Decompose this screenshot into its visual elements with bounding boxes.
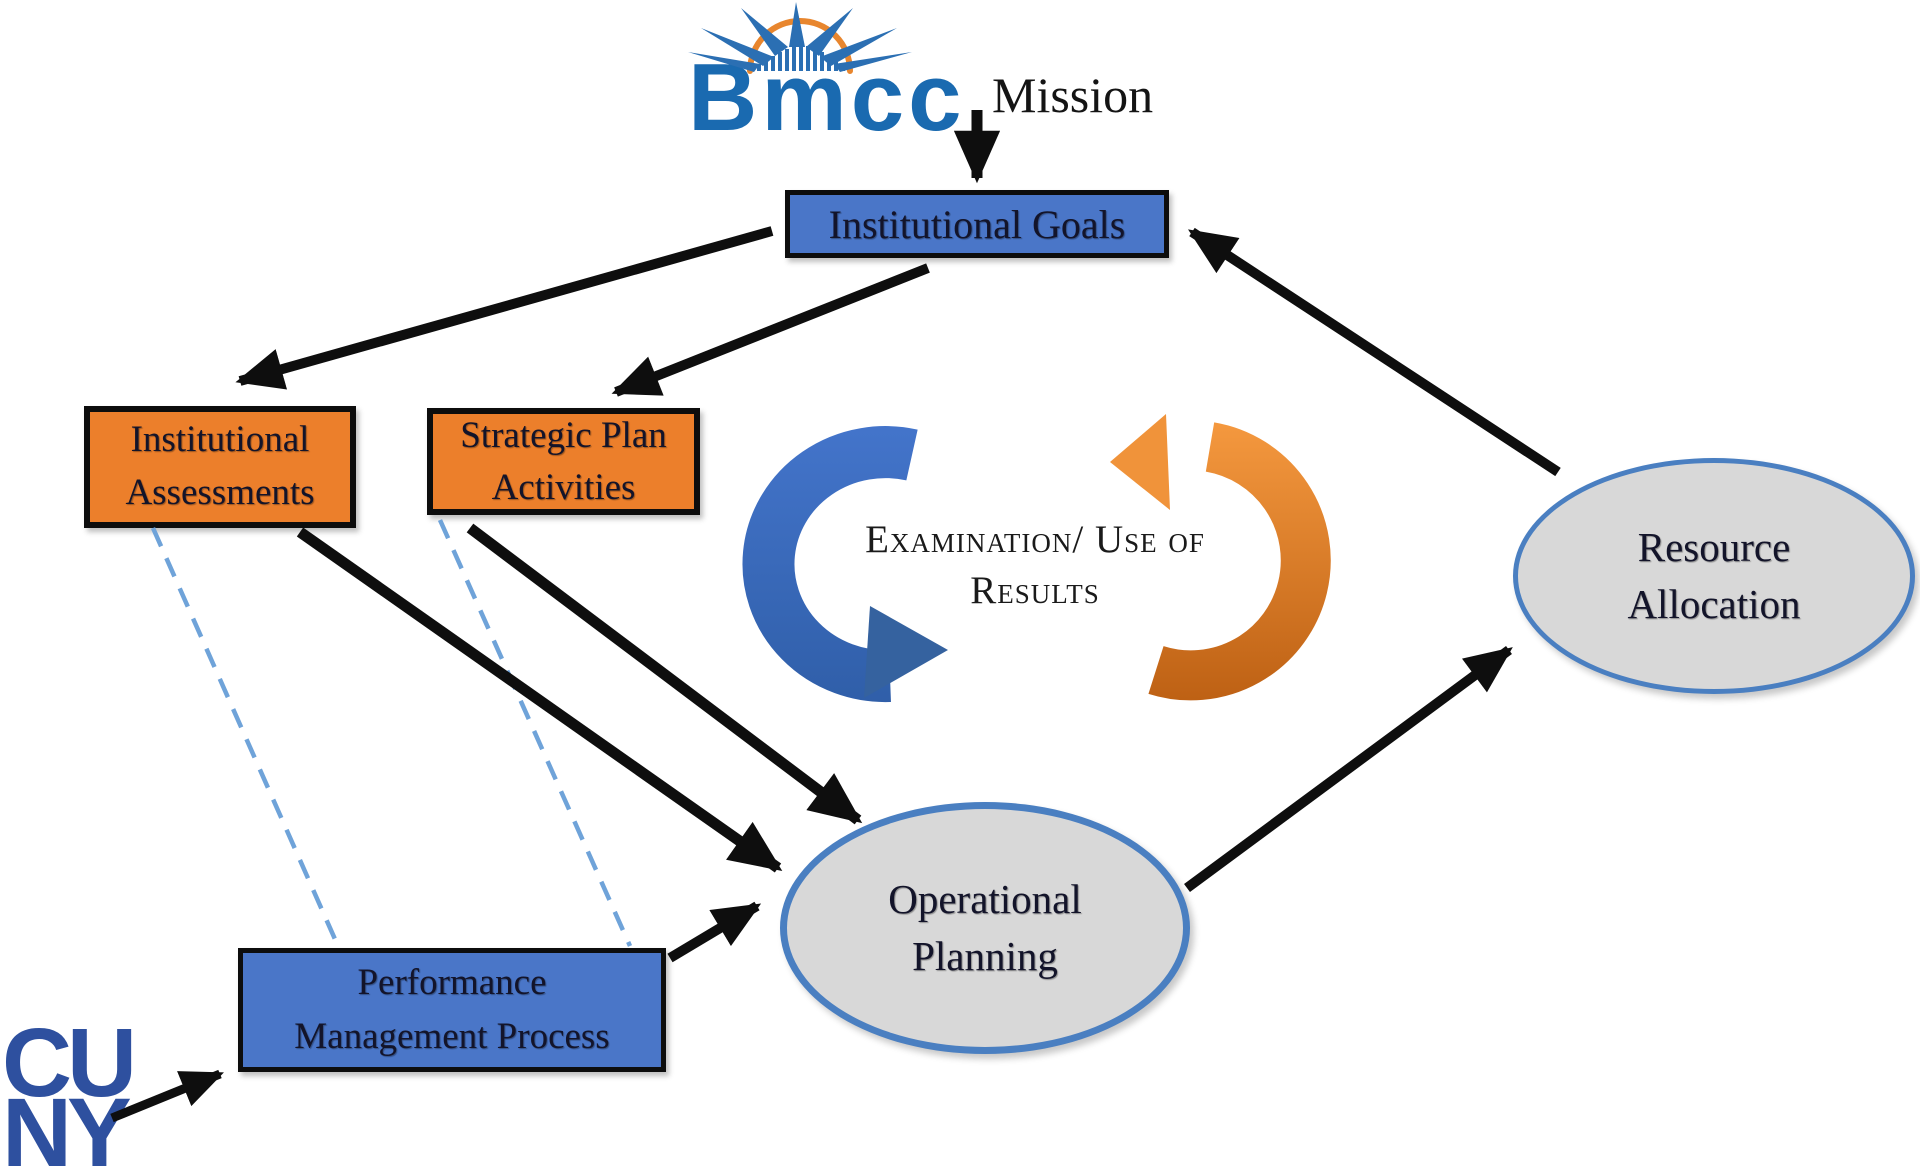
resource-allocation-ellipse: Resource Allocation <box>1513 458 1915 694</box>
dashed-assessments-to-performance <box>150 527 341 947</box>
strategic-plan-label-2: Activities <box>491 466 636 508</box>
examination-use-of-results-label: Examination/ Use of Results <box>862 514 1208 617</box>
institutional-goals-box: Institutional Goals <box>785 190 1169 258</box>
institutional-assessments-box: Institutional Assessments <box>84 406 356 528</box>
arrow-resource-to-goals <box>1188 227 1561 477</box>
performance-management-box: Performance Management Process <box>238 948 666 1072</box>
operational-planning-label-2: Planning <box>912 933 1058 979</box>
resource-allocation-label-2: Allocation <box>1627 581 1801 627</box>
operational-planning-ellipse: Operational Planning <box>780 802 1190 1054</box>
institutional-goals-label: Institutional Goals <box>828 201 1126 247</box>
arrow-goals-to-assessments <box>235 226 774 390</box>
arrow-operational-to-resource <box>1184 645 1513 893</box>
arrow-performance-to-operational <box>667 901 762 963</box>
dashed-strategic-to-performance <box>437 519 633 947</box>
performance-label-2: Management Process <box>294 1016 610 1057</box>
performance-label-1: Performance <box>357 962 547 1004</box>
operational-planning-label-1: Operational <box>888 876 1082 923</box>
institutional-assessments-label-1: Institutional <box>130 419 310 461</box>
institutional-assessments-label-2: Assessments <box>125 472 315 513</box>
strategic-plan-activities-box: Strategic Plan Activities <box>427 408 700 515</box>
bmcc-logo-text: Bmcc <box>688 44 966 151</box>
strategic-plan-label-1: Strategic Plan <box>460 414 667 456</box>
cuny-logo: CU NY <box>2 1014 137 1169</box>
arrow-goals-to-strategic <box>611 263 930 397</box>
examination-label-1: Examination/ <box>865 518 1085 561</box>
mission-label: Mission <box>992 67 1154 123</box>
arrow-assessments-to-operational <box>296 527 783 873</box>
arrow-strategic-to-operational <box>466 523 863 825</box>
cuny-logo-bottom: NY <box>2 1077 132 1169</box>
resource-allocation-label-1: Resource <box>1637 524 1791 571</box>
